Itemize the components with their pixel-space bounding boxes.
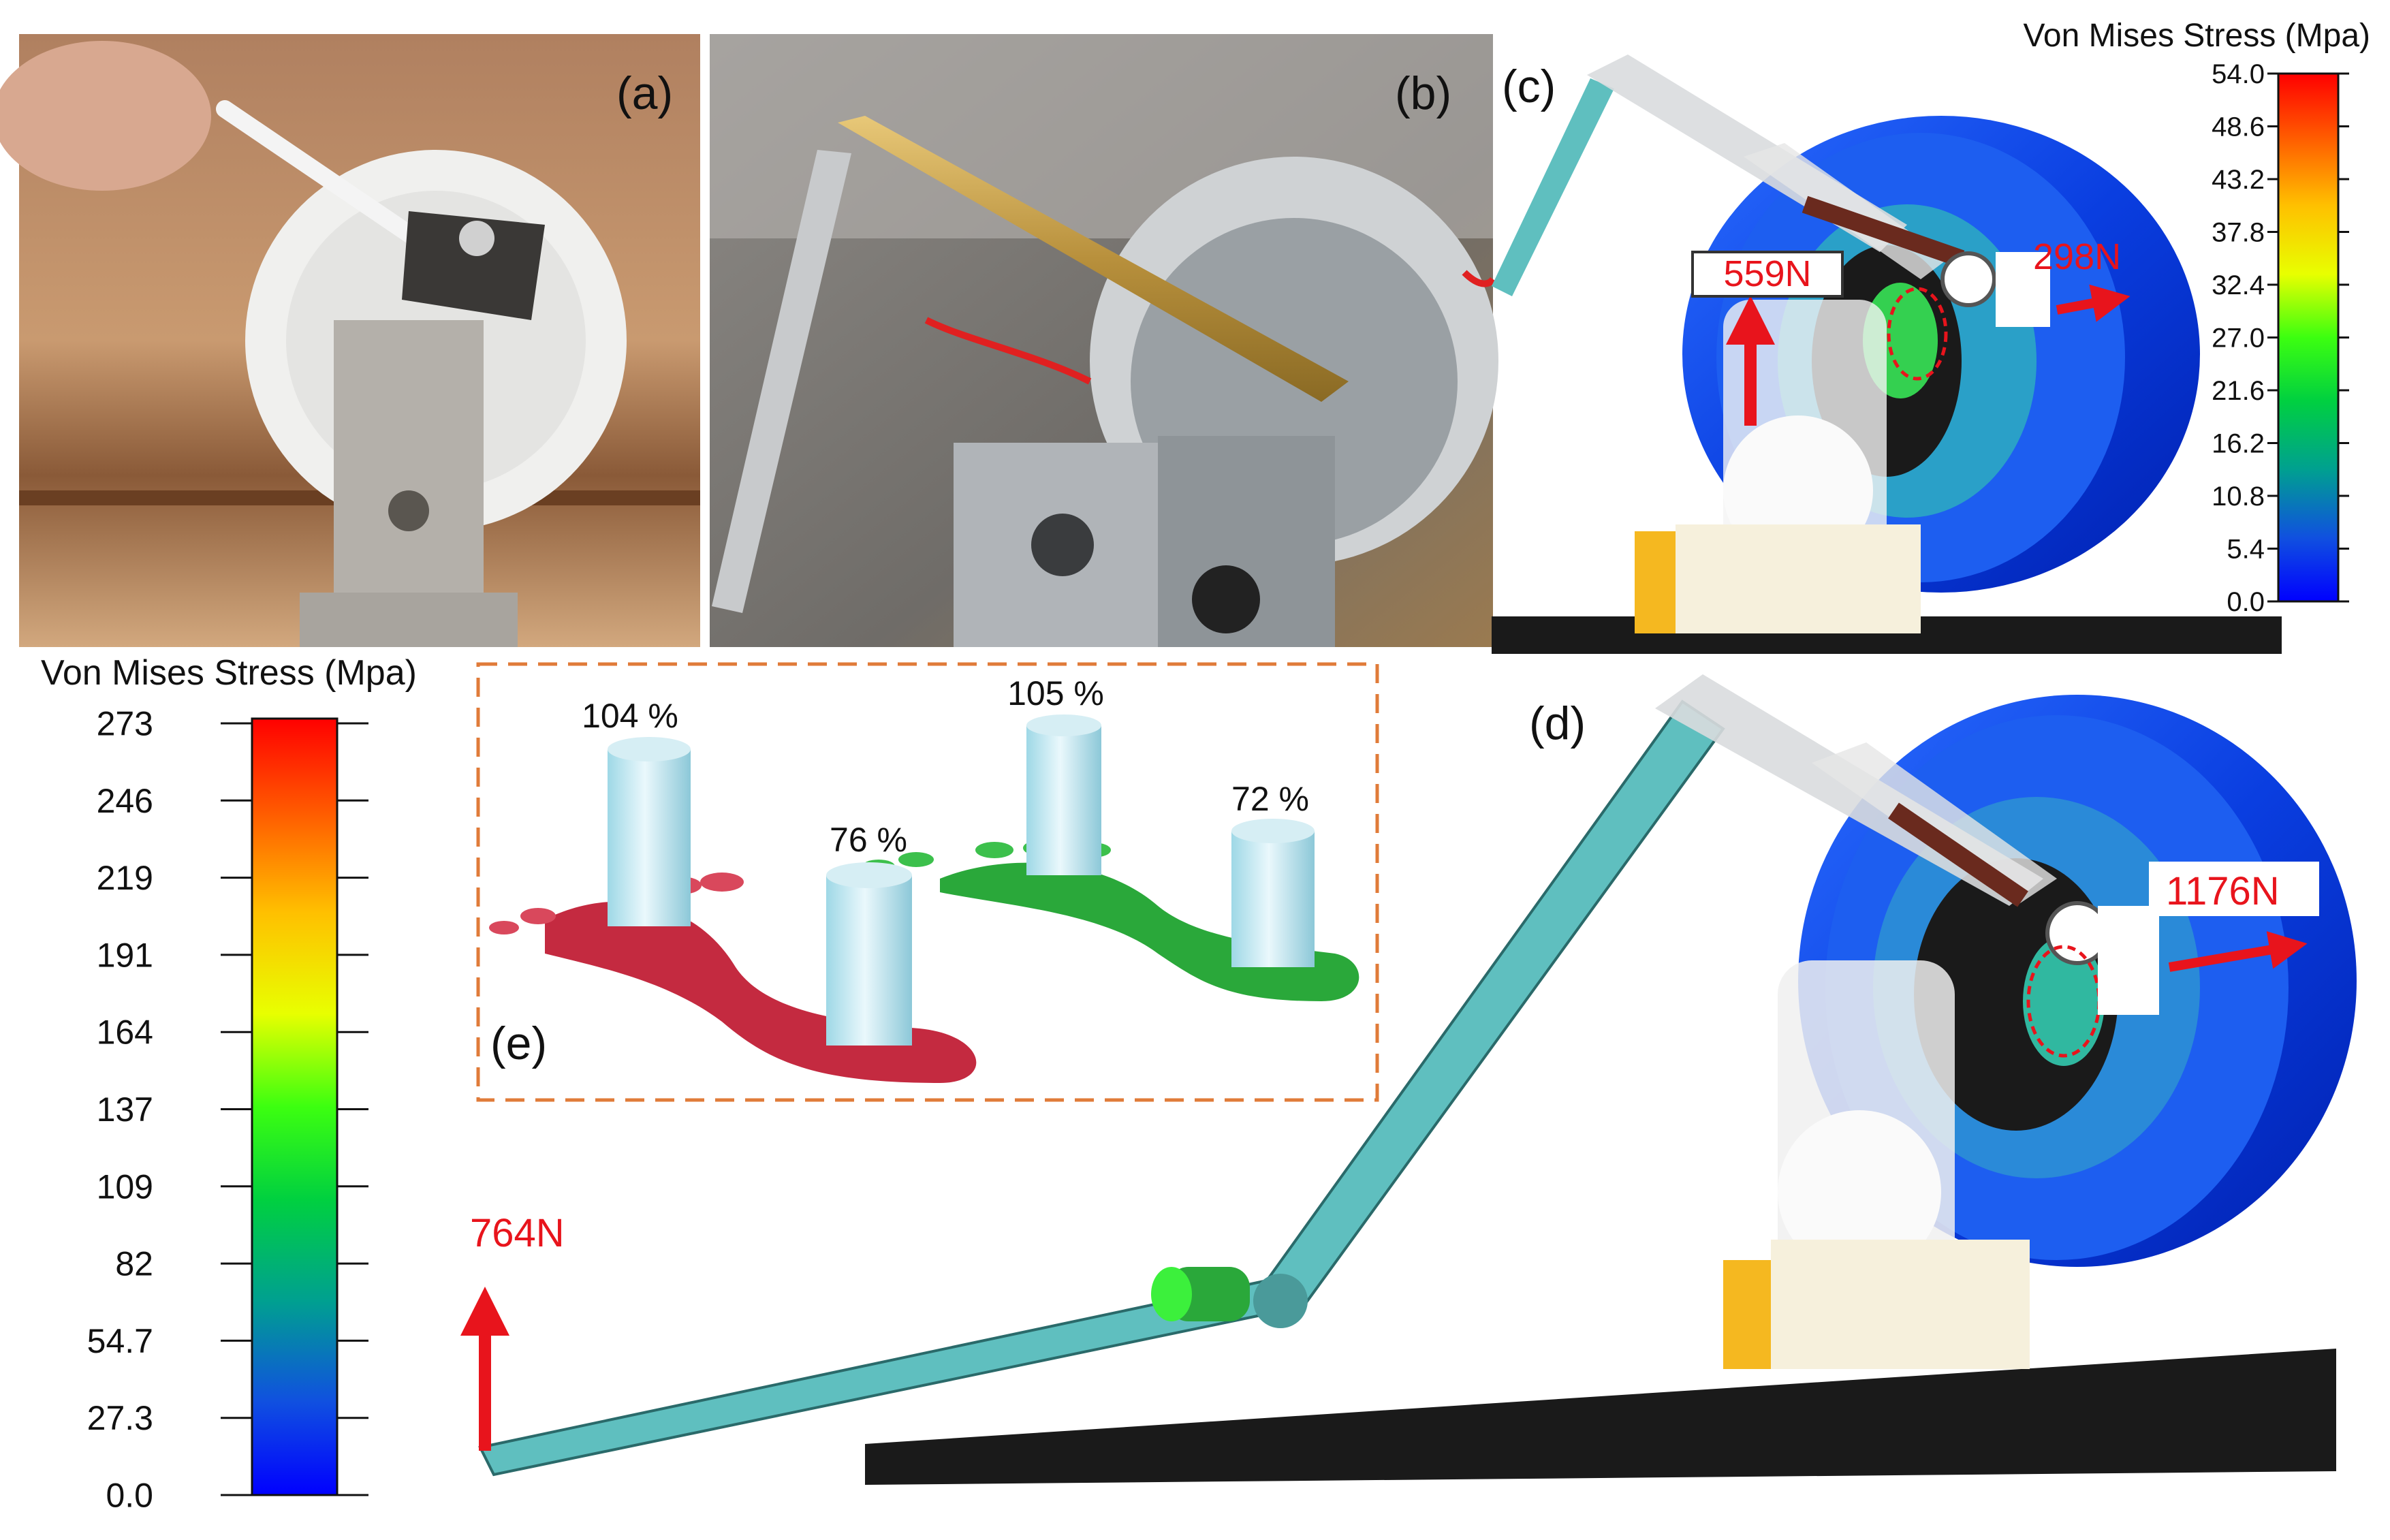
stress-scale-small-tick-label: 43.2 xyxy=(2212,165,2265,195)
stress-scale-small-title: Von Mises Stress (Mpa) xyxy=(2024,18,2370,54)
stress-scale-large: Von Mises Stress (Mpa) 273 246 219 191 164 13… xyxy=(41,653,417,1515)
panel-e-value-3: 105 % xyxy=(1007,674,1104,712)
panel-d-label: (d) xyxy=(1529,697,1586,749)
stress-scale-small-tick-label: 27.0 xyxy=(2212,324,2265,353)
force-box-horizontal-d xyxy=(2149,862,2319,916)
stress-scale-large-tick-label: 273 xyxy=(97,705,153,743)
stress-scale-small-tick-label: 10.8 xyxy=(2212,482,2265,512)
force-arrow-horizontal-d xyxy=(2168,931,2308,972)
stress-scale-small-tick-label: 32.4 xyxy=(2212,270,2265,300)
force-arrow-horizontal-c xyxy=(2056,284,2130,322)
stress-scale-small-tick-label: 21.6 xyxy=(2212,376,2265,406)
stress-scale-large-tick-label: 109 xyxy=(97,1167,153,1206)
stress-scale-small-tick-label: 37.8 xyxy=(2212,218,2265,248)
panel-c-render xyxy=(1492,54,2282,654)
stress-scale-small-bar xyxy=(2277,72,2340,603)
stress-scale-large-tick-label: 191 xyxy=(97,936,153,974)
panel-b-photo xyxy=(710,34,1498,647)
stress-scale-large-tick-label: 54.7 xyxy=(87,1322,153,1360)
stress-scale-small: Von Mises Stress (Mpa) 54.0 48.6 43.2 37.8 3… xyxy=(2024,18,2370,617)
stress-scale-small-tick-label: 16.2 xyxy=(2212,429,2265,459)
panel-e-frame xyxy=(476,662,1379,1102)
force-box-vertical-c xyxy=(1691,251,1844,298)
stress-scale-large-tick-label: 27.3 xyxy=(87,1399,153,1437)
stress-scale-large-tick-label: 219 xyxy=(97,859,153,897)
panel-a-photo xyxy=(0,34,700,647)
force-label-horizontal-d: 1176N xyxy=(2166,869,2280,913)
stress-scale-small-tick-label: 5.4 xyxy=(2227,535,2265,565)
force-label-vertical-c: 559N xyxy=(1723,253,1811,294)
panel-e-value-1: 104 % xyxy=(582,697,678,735)
panel-d-render xyxy=(478,674,2357,1485)
panel-c-label: (c) xyxy=(1502,61,1556,112)
panel-e-value-2: 76 % xyxy=(830,821,907,859)
stress-scale-large-title: Von Mises Stress (Mpa) xyxy=(41,653,417,693)
force-label-pedal-d: 764N xyxy=(470,1211,565,1255)
panel-e-label: (e) xyxy=(490,1018,547,1069)
panel-e-value-4: 72 % xyxy=(1231,780,1309,818)
stress-scale-large-tick-label: 246 xyxy=(97,782,153,820)
stress-scale-small-tick-label: 0.0 xyxy=(2227,587,2265,617)
stress-scale-large-tick-label: 0.0 xyxy=(106,1477,153,1515)
panel-e-feet xyxy=(489,714,1359,1083)
force-label-horizontal-c: 298N xyxy=(2033,236,2121,277)
panel-a-label: (a) xyxy=(616,67,673,119)
stress-scale-large-tick-label: 164 xyxy=(97,1013,153,1052)
stress-scale-small-tick-label: 48.6 xyxy=(2212,112,2265,142)
stress-scale-small-tick-label: 54.0 xyxy=(2212,59,2265,89)
stress-scale-large-tick-label: 137 xyxy=(97,1090,153,1129)
panel-b-label: (b) xyxy=(1395,67,1451,119)
stress-scale-large-bar xyxy=(251,717,339,1496)
stress-scale-large-tick-label: 82 xyxy=(115,1245,153,1283)
